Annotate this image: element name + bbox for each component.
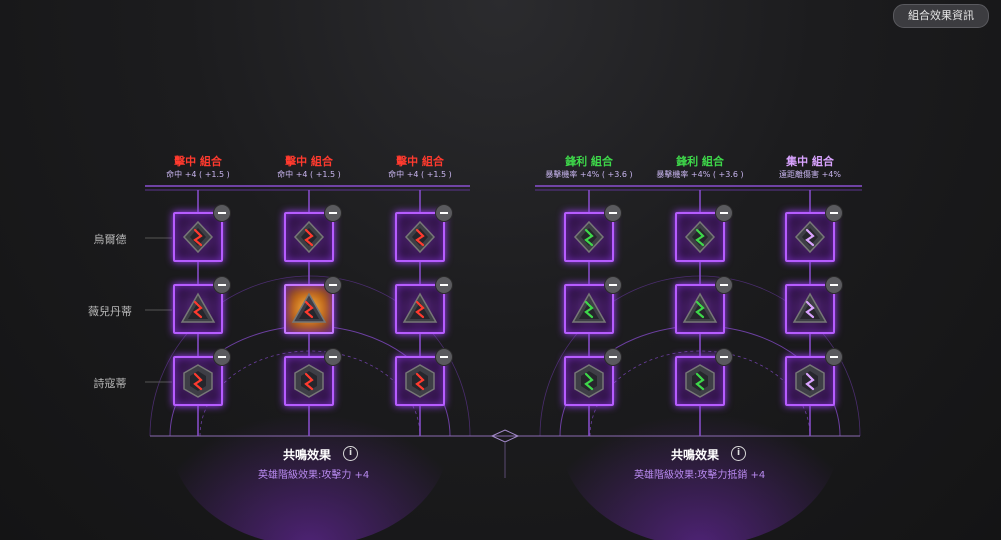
column-stat: 命中 +4 ( +1.5 ) [166,170,230,179]
resonance-title: 共鳴效果 [283,448,332,462]
remove-rune-button[interactable] [435,276,453,294]
rune-slot-verdandi[interactable] [173,284,223,334]
remove-rune-button[interactable] [324,204,342,222]
rune-icon [182,220,214,254]
remove-rune-button[interactable] [604,348,622,366]
rune-slot-skuld[interactable] [395,356,445,406]
resonance-desc: 英雄階級效果:攻擊力抵銷 +4 [634,470,766,481]
rune-slot-verdandi[interactable] [675,284,725,334]
remove-rune-button[interactable] [715,204,733,222]
rune-slot-verdandi[interactable] [284,284,334,334]
rune-icon [574,364,604,398]
remove-rune-button[interactable] [715,348,733,366]
remove-rune-button[interactable] [213,276,231,294]
rune-icon [792,292,828,323]
rune-slot-urd[interactable] [395,212,445,262]
resonance-desc: 英雄階級效果:攻擊力 +4 [258,470,370,481]
rune-slot-skuld[interactable] [675,356,725,406]
column-title: 擊中 組合 [396,155,444,168]
row-label-urd: 烏爾德 [93,233,127,246]
rune-icon [795,364,825,398]
column-title: 集中 組合 [786,155,834,168]
column-stat: 暴擊機率 +4% ( +3.6 ) [656,170,744,179]
rune-icon [573,220,605,254]
rune-slot-urd[interactable] [284,212,334,262]
remove-rune-button[interactable] [825,204,843,222]
column-title: 鋒利 組合 [565,155,613,168]
rune-slot-verdandi[interactable] [564,284,614,334]
remove-rune-button[interactable] [715,276,733,294]
rune-slot-skuld[interactable] [173,356,223,406]
row-label-verdandi: 薇兒丹蒂 [88,305,132,318]
resonance-info-icon[interactable]: i [343,446,358,461]
rune-icon [402,292,438,323]
column-title: 鋒利 組合 [676,155,724,168]
rune-icon [571,292,607,323]
remove-rune-button[interactable] [213,204,231,222]
resonance-info-icon[interactable]: i [731,446,746,461]
rune-icon [183,364,213,398]
remove-rune-button[interactable] [435,204,453,222]
rune-slot-skuld[interactable] [785,356,835,406]
rune-slot-urd[interactable] [173,212,223,262]
rune-icon [794,220,826,254]
remove-rune-button[interactable] [604,276,622,294]
remove-rune-button[interactable] [825,348,843,366]
rune-icon [682,292,718,323]
rune-icon [685,364,715,398]
rune-slot-skuld[interactable] [564,356,614,406]
column-title: 擊中 組合 [285,155,333,168]
rune-icon [684,220,716,254]
rune-icon [180,292,216,323]
column-stat: 命中 +4 ( +1.5 ) [388,170,452,179]
rune-slot-verdandi[interactable] [395,284,445,334]
remove-rune-button[interactable] [825,276,843,294]
rune-icon [293,220,325,254]
rune-slot-verdandi[interactable] [785,284,835,334]
rune-icon [294,364,324,398]
column-title: 擊中 組合 [174,155,222,168]
resonance-title: 共鳴效果 [671,448,720,462]
remove-rune-button[interactable] [604,204,622,222]
column-stat: 暴擊機率 +4% ( +3.6 ) [545,170,633,179]
rune-slot-urd[interactable] [785,212,835,262]
remove-rune-button[interactable] [213,348,231,366]
rune-slot-skuld[interactable] [284,356,334,406]
remove-rune-button[interactable] [435,348,453,366]
combo-info-button[interactable]: 組合效果資訊 [893,4,989,28]
remove-rune-button[interactable] [324,276,342,294]
rune-icon [405,364,435,398]
rune-slot-urd[interactable] [675,212,725,262]
rune-icon [404,220,436,254]
rune-slot-urd[interactable] [564,212,614,262]
remove-rune-button[interactable] [324,348,342,366]
column-stat: 遠距離傷害 +4% [779,170,841,179]
column-stat: 命中 +4 ( +1.5 ) [277,170,341,179]
row-label-skuld: 詩寇蒂 [93,377,127,390]
rune-icon [291,292,327,323]
